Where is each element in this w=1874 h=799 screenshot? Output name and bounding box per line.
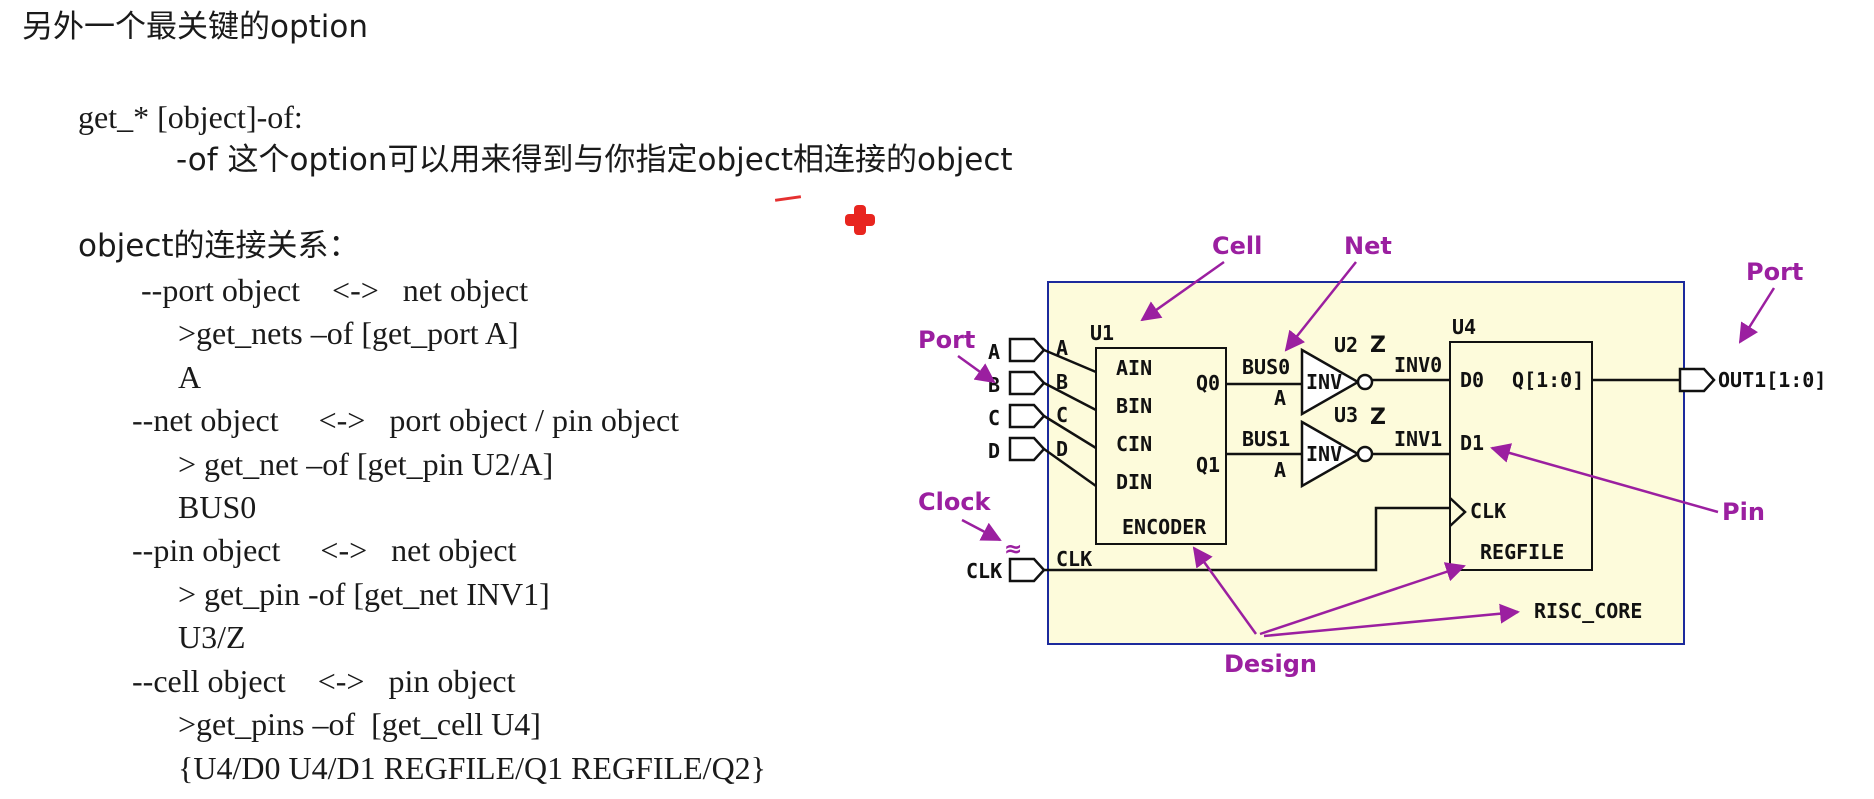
inverter-instance: U3 [1334,403,1358,427]
relation-command: >get_nets –of [get_port A] [178,315,519,351]
callout-net: Net [1344,232,1392,260]
encoder-pin: AIN [1116,356,1152,380]
relation-command: > get_pin -of [get_net INV1] [178,576,550,612]
annotation-stroke [774,195,802,202]
relation-result: A [178,359,202,395]
clk-net-label: CLK [1056,547,1092,571]
callout-clock: Clock [918,488,992,516]
encoder-instance: U1 [1090,321,1114,345]
encoder-pin: Q0 [1196,371,1220,395]
relation-label: --pin object <-> net object [132,532,517,568]
input-net-label: A [1056,336,1068,360]
inverter-u3 [1300,419,1374,489]
input-net-label: B [1056,370,1068,394]
encoder-pin: Q1 [1196,453,1220,477]
inverter-u2 [1300,347,1374,417]
inverter-in-pin: A [1274,386,1286,410]
callout-cell: Cell [1212,232,1262,260]
net-label: INV1 [1394,427,1442,451]
regfile-instance: U4 [1452,315,1476,339]
regfile-pin: CLK [1470,499,1506,523]
syntax-description: -of 这个option可以用来得到与你指定object相连接的object [176,142,1013,178]
net-label: BUS1 [1242,427,1290,451]
input-net-label: D [1056,437,1068,461]
net-label: BUS0 [1242,355,1290,379]
relation-result: BUS0 [178,489,257,525]
callout-pin: Pin [1722,498,1765,526]
relation-result: {U4/D0 U4/D1 REGFILE/Q1 REGFILE/Q2} [178,750,767,786]
inverter-instance: U2 [1334,333,1358,357]
relation-label: --cell object <-> pin object [132,663,516,699]
callout-design: Design [1224,650,1317,678]
section-heading: object的连接关系： [78,228,360,264]
design-name: RISC_CORE [1534,599,1642,623]
circuit-diagram: U1 AIN BIN CIN DIN Q0 Q1 ENCODER A B C D… [918,232,1826,678]
relation-command: >get_pins –of [get_cell U4] [178,706,541,742]
callout-port-right: Port [1746,258,1803,286]
slide-title: 另外一个最关键的option [22,9,369,45]
clk-port-name: CLK [966,559,1002,583]
output-port-name: OUT1[1:0] [1718,368,1826,392]
relation-label: --net object <-> port object / pin objec… [132,402,680,438]
clk-pin-triangle [1449,497,1467,527]
encoder-pin: BIN [1116,394,1152,418]
encoder-name: ENCODER [1122,515,1207,539]
relation-command: > get_net –of [get_pin U2/A] [178,446,554,482]
syntax-line: get_* [object]-of: [78,99,303,135]
relation-label: --port object <-> net object [141,272,529,308]
input-port-name: B [988,373,1000,397]
output-port [1678,367,1716,393]
relation-result: U3/Z [178,619,246,655]
input-ports [1008,337,1046,583]
encoder-pin: DIN [1116,470,1152,494]
regfile-output: Q[1:0] [1512,368,1584,392]
callout-port-left: Port [918,326,975,354]
inverter-label: INV [1306,370,1342,394]
inverter-out-pin: Z [1370,405,1386,430]
input-port-name: D [988,439,1000,463]
inverter-in-pin: A [1274,458,1286,482]
encoder-cell [1095,347,1227,545]
clock-wave-icon: ≈ [1004,537,1022,562]
input-port-name: A [988,340,1000,364]
regfile-pin: D1 [1460,431,1484,455]
input-port-name: C [988,406,1000,430]
input-net-label: C [1056,403,1068,427]
cursor-marker-icon [845,205,875,235]
callout-arrows [957,260,1776,638]
regfile-pin: D0 [1460,368,1484,392]
regfile-name: REGFILE [1480,540,1564,564]
inverter-label: INV [1306,442,1342,466]
encoder-pin: CIN [1116,432,1152,456]
inverter-out-pin: Z [1370,333,1386,358]
net-label: INV0 [1394,353,1442,377]
